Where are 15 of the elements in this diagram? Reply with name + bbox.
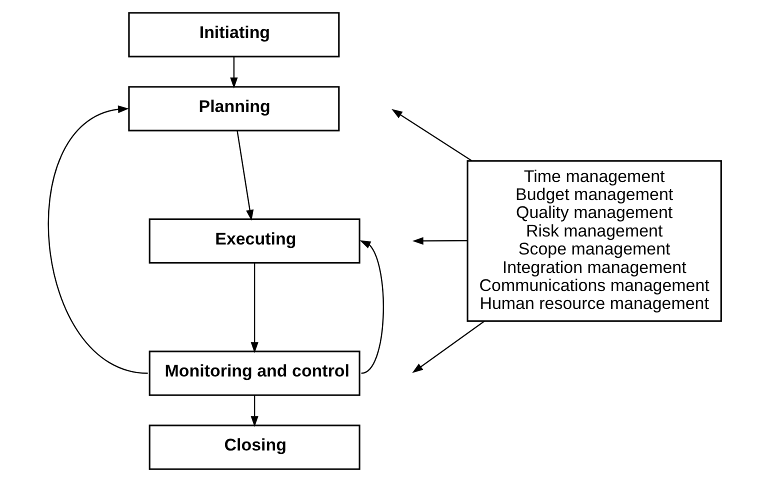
node-box: Executing <box>148 218 360 264</box>
arrow <box>250 263 258 354</box>
node-box: Initiating <box>128 12 340 58</box>
arrow <box>359 240 384 374</box>
arrow <box>230 56 238 88</box>
arrow <box>48 105 148 374</box>
node-box: Time management Budget management Quality management Risk management Scope management Integration management Communications management Human resource management <box>466 160 722 322</box>
arrow <box>412 237 467 245</box>
node-box: Closing <box>148 424 360 470</box>
arrow <box>391 109 472 162</box>
node-box: Planning <box>128 86 340 132</box>
arrow <box>236 130 254 221</box>
arrow <box>412 320 484 374</box>
arrow <box>250 395 258 427</box>
node-box: Monitoring and control <box>148 350 360 396</box>
